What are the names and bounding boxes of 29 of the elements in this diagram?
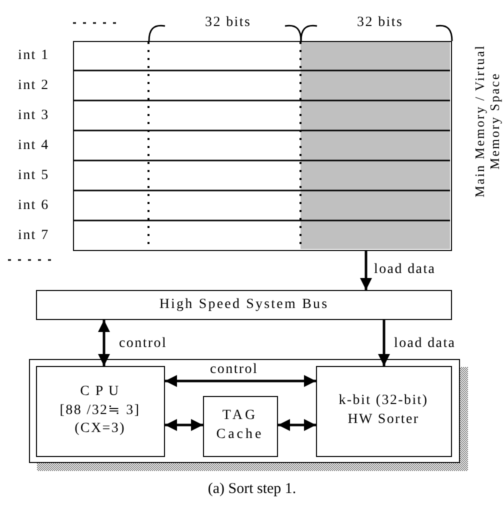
arrow <box>98 320 110 366</box>
node-text: [88 /32≒ 3] <box>60 402 140 420</box>
width-label: 32 bits <box>357 16 404 30</box>
node-text: TAG Cache <box>215 407 265 444</box>
node-text: High Speed System Bus <box>159 296 329 314</box>
row-label: int 1 <box>18 49 50 63</box>
row-label: int 2 <box>18 79 50 93</box>
node-text: k-bit (32-bit) HW Sorter <box>338 392 430 429</box>
sorter-box <box>316 366 452 456</box>
row-label: int 3 <box>18 109 50 123</box>
memory-label: Main Memory / Virtual Memory Space <box>473 44 503 200</box>
arrow <box>278 419 316 431</box>
row-label: int 6 <box>18 199 50 213</box>
width-label: 32 bits <box>205 16 252 30</box>
row-label: int 4 <box>18 139 50 153</box>
arrow <box>165 419 203 431</box>
board-panel <box>29 359 460 463</box>
row-label: int 7 <box>18 229 50 243</box>
row-label: int 5 <box>18 169 50 183</box>
system-bus-box <box>36 290 452 320</box>
cpu-box <box>36 366 164 456</box>
arrow <box>378 320 390 366</box>
cache-box <box>202 396 278 456</box>
node-text: C P U <box>80 382 120 401</box>
memory-table <box>73 41 452 251</box>
node-text: (CX=3) <box>74 420 126 438</box>
arrow <box>165 375 316 387</box>
arrow <box>360 251 372 290</box>
caption: (a) Sort step 1. <box>206 482 298 497</box>
